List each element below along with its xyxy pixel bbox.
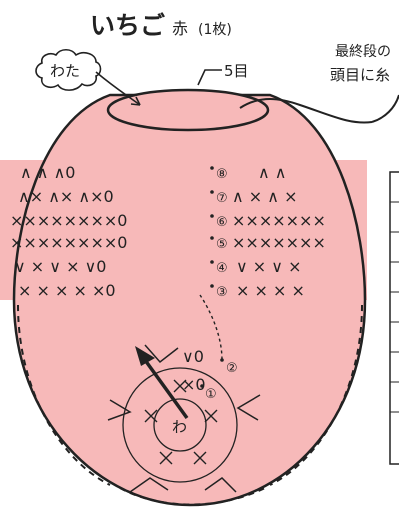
round-chevrons — [107, 344, 261, 493]
color-label: 赤 — [172, 19, 188, 38]
right-dashed-outline — [269, 304, 363, 486]
stuffing-arrowhead — [130, 96, 141, 106]
chart-row-8: ∧ ∧ ∧0 — [20, 163, 75, 182]
stitch-count-label: 5目 — [224, 62, 249, 80]
row-number-2: ② — [226, 361, 238, 376]
stitch-count-pointer — [197, 69, 222, 86]
chart-row-6: ××××××××0 — [10, 211, 127, 230]
yarn-tail — [239, 98, 373, 124]
chart-row-7: ∧× ∧× ∧×0 — [18, 187, 114, 206]
chart-row-3: × × × × ×0 — [18, 281, 116, 300]
stuffing-arrow — [95, 71, 141, 106]
round-1-circle — [153, 398, 207, 452]
row-number-7: ⑦ — [216, 191, 228, 206]
stuffing-cloud — [35, 48, 102, 91]
row-number-6: ⑥ — [216, 215, 228, 230]
chart-right-row-6: ××××××× — [232, 211, 326, 230]
row-number-1: ① — [205, 387, 217, 402]
yarn-tail-end — [371, 94, 399, 123]
row-number-4: ④ — [216, 261, 228, 276]
round-connector — [199, 294, 223, 361]
chart-row-5: ××××××××0 — [10, 233, 127, 252]
direction-arrow-line — [143, 358, 189, 420]
count-label: (1枚) — [198, 22, 232, 38]
row-dots — [200, 166, 224, 388]
chart-row-4: ∨ × ∨ × ∨0 — [14, 257, 106, 276]
row-number-8: ⑧ — [216, 167, 228, 182]
chart-right-row-8: ∧ ∧ — [258, 163, 287, 182]
chart-right-row-5: ××××××× — [232, 233, 326, 252]
row-number-5: ⑤ — [216, 237, 228, 252]
chart-row-1: ×0 — [182, 375, 206, 394]
stuffing-label: わた — [50, 62, 80, 80]
ring-x-marks — [144, 379, 218, 465]
note-line-1: 最終段の — [335, 44, 391, 60]
ring-label: わ — [172, 418, 187, 436]
row-numbers: ⑧ ⑦ ⑥ ⑤ ④ ③ ② ① — [205, 167, 238, 402]
chart-rows: ∧ ∧ ∧0 ∧× ∧× ∧×0 ××××××××0 ××××××××0 ∨ ×… — [10, 163, 206, 394]
chart-right-row-3: × × × × — [236, 281, 305, 300]
note-box-lines — [390, 201, 399, 413]
bottom-dashed-outline — [119, 487, 266, 506]
top-opening — [106, 88, 270, 132]
chart-right-row-4: ∨ × ∨ × — [236, 257, 302, 276]
note-line-2: 頭目に糸 — [330, 66, 390, 84]
chart-row-2: ∨0 — [182, 347, 204, 366]
page-title: いちご — [90, 11, 165, 40]
left-dashed-outline — [17, 304, 111, 486]
note-box — [389, 171, 399, 465]
chart-right-row-7: ∧ × ∧ × — [232, 187, 298, 206]
direction-arrow-head — [135, 346, 155, 366]
strawberry-body — [12, 93, 367, 507]
chart-right-rows: ∧ ∧ ∧ × ∧ × ××××××× ××××××× ∨ × ∨ × × × … — [232, 163, 326, 300]
row-number-3: ③ — [216, 285, 228, 300]
